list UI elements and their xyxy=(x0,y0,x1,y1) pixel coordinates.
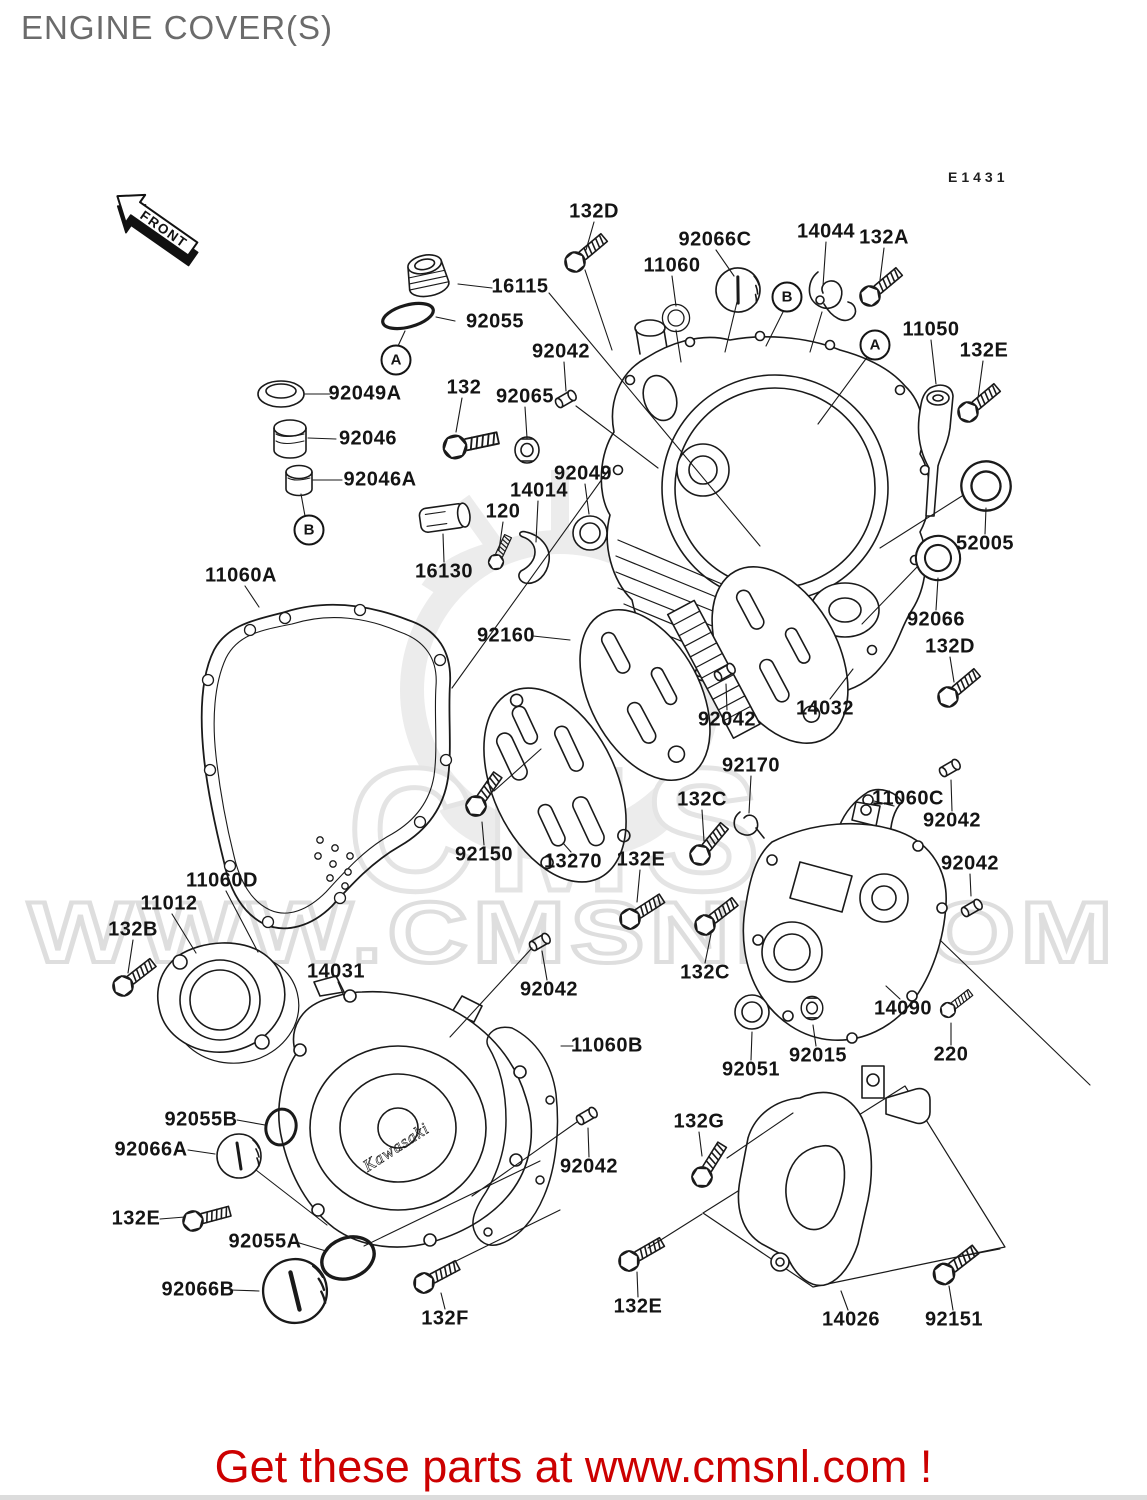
part-number-label: 132D xyxy=(569,200,619,223)
part-number-label: 92066 xyxy=(906,608,966,631)
footer-promo-link[interactable]: Get these parts at www.cmsnl.com ! xyxy=(214,1441,933,1492)
bottom-edge-strip xyxy=(0,1495,1147,1500)
clutch-plates-92160-drawing xyxy=(579,566,849,782)
part-number-label: 92066C xyxy=(678,228,752,251)
part-number-label: 14044 xyxy=(796,220,856,243)
part-number-label: 11050 xyxy=(902,318,960,341)
shaft-16130-drawing xyxy=(418,502,471,533)
part-number-label: 132A xyxy=(859,226,909,249)
cap-92049a-drawing xyxy=(257,380,305,408)
part-number-label: 120 xyxy=(485,500,521,523)
part-number-label: 92160 xyxy=(476,624,536,647)
oil-filler-plug-16115-drawing xyxy=(407,254,450,298)
part-number-label: 92170 xyxy=(721,754,781,777)
part-number-label: 92042 xyxy=(940,852,1000,875)
part-number-label: 52005 xyxy=(955,532,1015,555)
part-number-label: 132B xyxy=(108,918,158,941)
leader-lines xyxy=(127,221,1091,1311)
callout-circle: A xyxy=(859,329,891,361)
part-number-label: 11060B xyxy=(571,1034,643,1057)
part-number-label: 92065 xyxy=(495,385,555,408)
part-number-label: 132C xyxy=(680,961,730,984)
part-number-label: 11060A xyxy=(205,564,277,587)
plate-13270-drawing xyxy=(483,687,631,883)
part-number-label: 92055B xyxy=(164,1108,238,1131)
part-number-label: 92066B xyxy=(161,1278,235,1301)
part-number-label: 92055A xyxy=(228,1230,302,1253)
part-number-label: 92049 xyxy=(553,462,613,485)
part-number-label: 92046A xyxy=(343,468,417,491)
part-number-label: 11060D xyxy=(186,869,258,892)
callout-circle: B xyxy=(771,281,803,313)
part-number-label: 92042 xyxy=(531,340,591,363)
part-number-label: 92015 xyxy=(788,1044,848,1067)
oil-pump-cover-14090-drawing xyxy=(742,801,948,1044)
part-number-label: 92042 xyxy=(697,708,757,731)
part-number-label: 92042 xyxy=(922,809,982,832)
part-number-label: 92150 xyxy=(454,843,514,866)
part-number-label: 14026 xyxy=(821,1308,881,1331)
breather-92046a-drawing xyxy=(285,464,313,497)
lever-14014-drawing xyxy=(518,530,550,585)
clip-14044-drawing xyxy=(808,271,857,322)
part-number-label: 14031 xyxy=(306,960,366,983)
callout-circle: A xyxy=(380,344,412,376)
part-number-label: 11012 xyxy=(140,892,198,915)
part-number-label: 14090 xyxy=(873,997,933,1020)
part-number-label: 92151 xyxy=(924,1308,984,1331)
part-number-label: 132E xyxy=(959,339,1009,362)
part-number-label: 92066A xyxy=(114,1138,188,1161)
cover-gasket-11060a-drawing xyxy=(200,603,453,930)
part-number-label: 132E xyxy=(111,1207,161,1230)
gasket-11060b-drawing xyxy=(472,1026,559,1246)
part-number-label: 132C xyxy=(677,788,727,811)
part-number-label: 92046 xyxy=(338,427,398,450)
hardware-small-parts xyxy=(108,229,1019,1326)
part-number-label: 92055 xyxy=(465,310,525,333)
part-number-label: 132F xyxy=(421,1307,469,1330)
part-number-label: 132E xyxy=(613,1295,663,1318)
part-number-label: 11060 xyxy=(643,254,701,277)
part-number-label: 14014 xyxy=(509,479,569,502)
callout-circle: B xyxy=(293,514,325,546)
part-number-label: 132E xyxy=(616,848,666,871)
part-number-label: 132G xyxy=(673,1110,725,1133)
page-title: ENGINE COVER(S) xyxy=(21,9,334,46)
generator-cover-14031-drawing: Kawasaki xyxy=(278,975,533,1248)
part-number-label: 92042 xyxy=(559,1155,619,1178)
part-number-label: 92051 xyxy=(721,1058,781,1081)
breather-92046-drawing xyxy=(273,419,307,459)
chain-cover-14026-drawing xyxy=(702,1065,1006,1288)
part-number-label: 132D xyxy=(925,635,975,658)
flange-11012-drawing xyxy=(156,942,300,1064)
bracket-11050-drawing xyxy=(917,384,954,517)
part-number-label: 16115 xyxy=(491,275,549,298)
diagram-code: E1431 xyxy=(948,169,1009,185)
part-number-label: 132 xyxy=(446,376,482,399)
clip-92170-drawing xyxy=(733,811,765,839)
part-number-label: 13270 xyxy=(543,850,603,873)
part-number-label: 92049A xyxy=(328,382,402,405)
part-number-label: 16130 xyxy=(414,560,474,583)
part-number-label: 220 xyxy=(933,1043,969,1066)
part-number-label: 11060C xyxy=(872,787,944,810)
part-number-label: 14032 xyxy=(795,697,855,720)
part-number-label: 92042 xyxy=(519,978,579,1001)
